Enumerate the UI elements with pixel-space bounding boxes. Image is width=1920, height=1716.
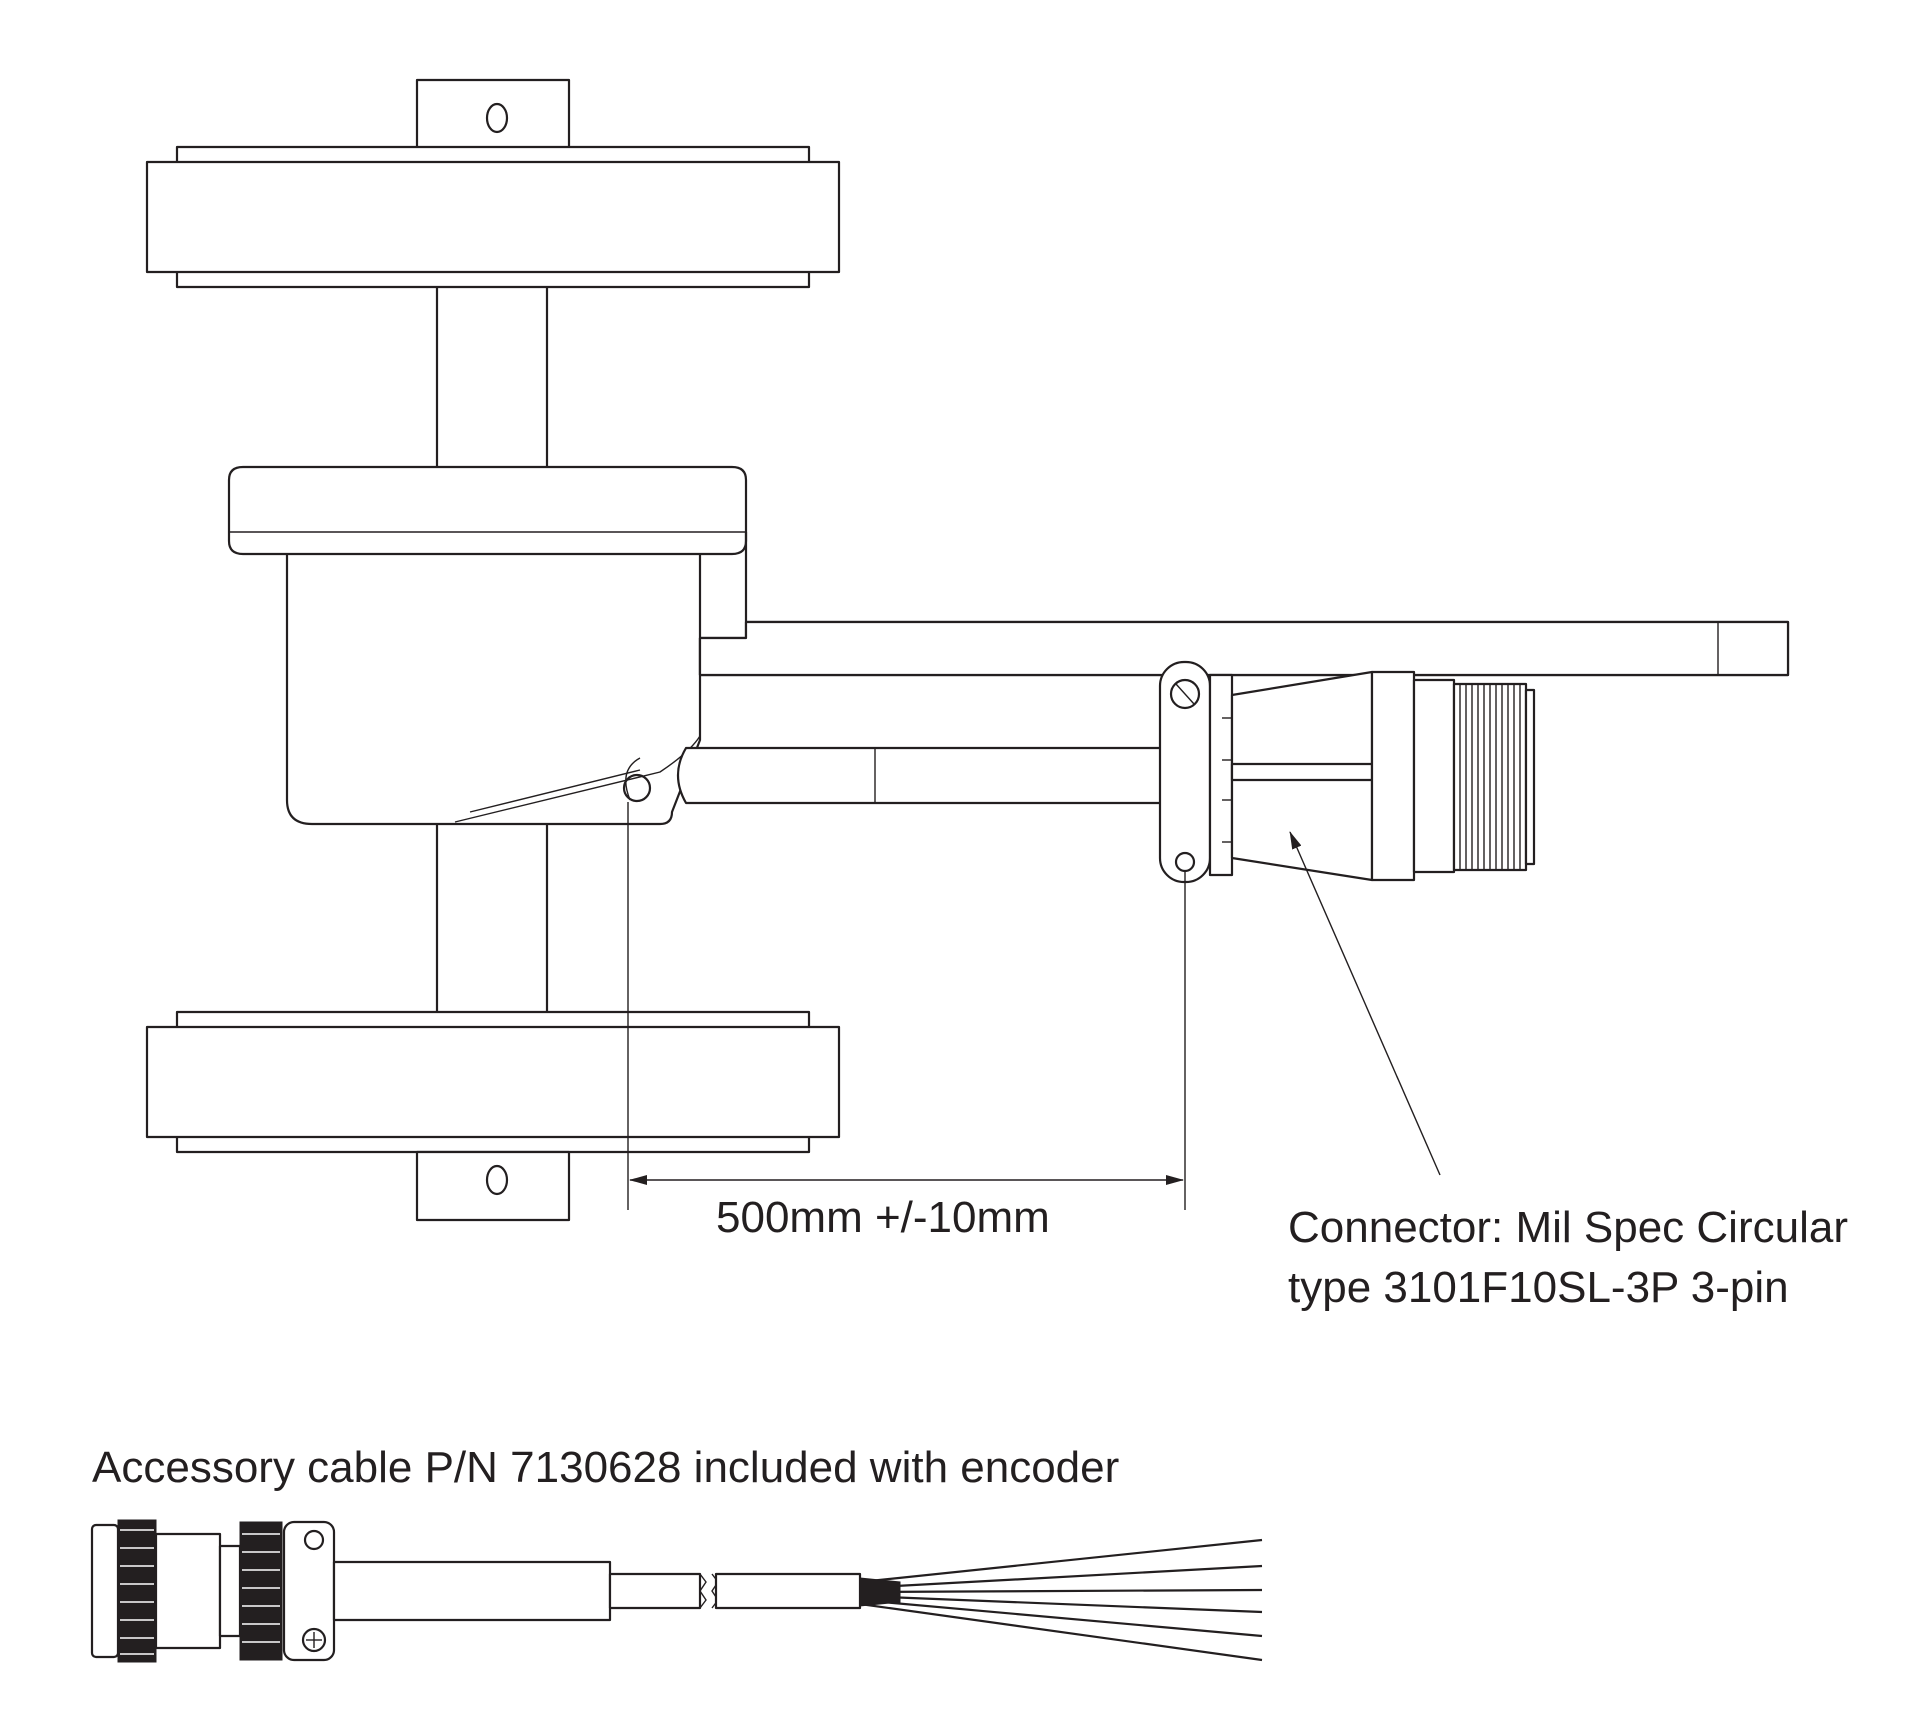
connector-label-line2: type 3101F10SL-3P 3-pin: [1288, 1263, 1789, 1312]
encoder-flange: [227, 465, 748, 556]
accessory-cable-label: Accessory cable P/N 7130628 included wit…: [92, 1443, 1119, 1492]
mil-spec-connector: [1222, 670, 1536, 882]
upper-shaft: [435, 287, 549, 468]
mounting-bracket: [698, 532, 1790, 677]
bottom-mounting-tab: [415, 1150, 571, 1222]
dimension-label: 500mm +/-10mm: [716, 1193, 1050, 1242]
cable-tube: [676, 746, 1164, 805]
connector-leader-line: [1289, 831, 1441, 1176]
lower-shaft: [435, 825, 549, 1012]
bottom-wheel: [145, 1010, 841, 1154]
accessory-cable: [90, 1519, 1263, 1663]
top-wheel: [145, 145, 841, 289]
dimension-500mm: [627, 802, 1186, 1210]
encoder-body: [285, 551, 702, 826]
connector-label-line1: Connector: Mil Spec Circular: [1288, 1203, 1848, 1252]
top-mounting-tab: [415, 78, 571, 150]
connector-clamp: [1158, 660, 1234, 884]
connector-thread: [1459, 684, 1521, 870]
